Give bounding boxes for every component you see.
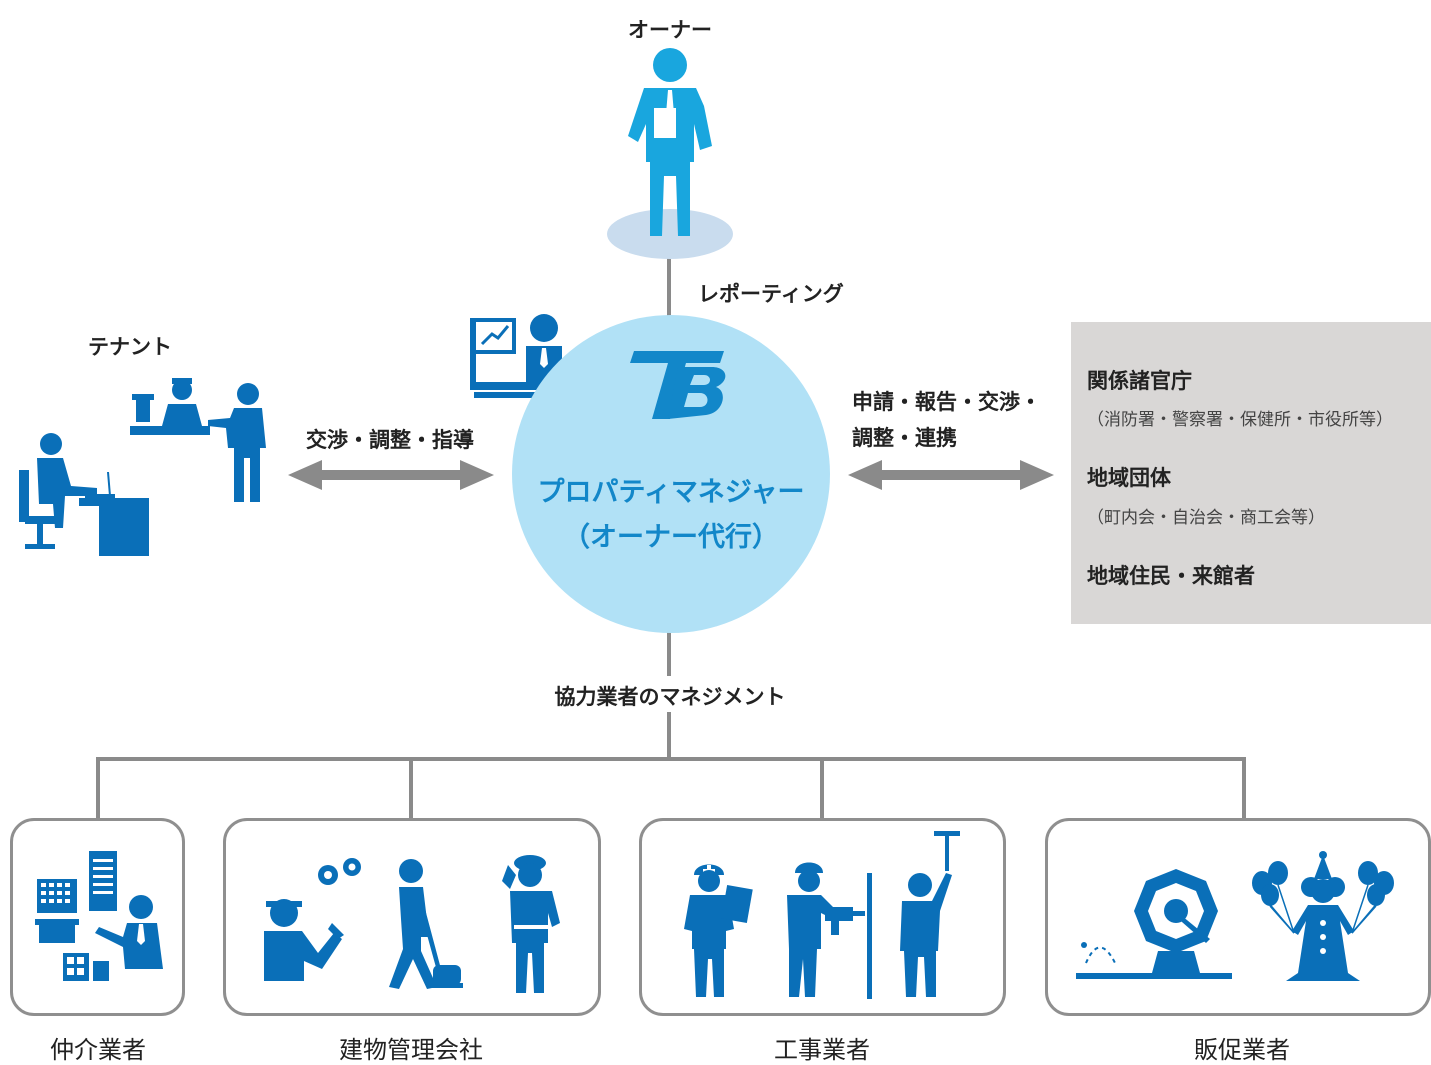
vendor-box-promotion bbox=[1045, 818, 1431, 1016]
gov-title: 関係諸官庁 bbox=[1087, 369, 1192, 393]
inspector-icon bbox=[684, 864, 753, 997]
vendor-connector-mid bbox=[667, 712, 671, 758]
vendor-label-construction: 工事業者 bbox=[774, 1036, 870, 1064]
vendor-connector-top bbox=[667, 632, 671, 676]
ceiling-worker-icon bbox=[900, 831, 960, 997]
community-title: 地域団体 bbox=[1087, 466, 1171, 490]
vendor-drop-2 bbox=[409, 757, 413, 819]
vendor-box-broker bbox=[10, 818, 185, 1016]
vendor-drop-3 bbox=[820, 757, 824, 819]
vendor-drop-4 bbox=[1242, 757, 1246, 819]
tenant-relation-label: 交渉・調整・指導 bbox=[306, 428, 474, 452]
maintenance-worker-icon bbox=[264, 858, 361, 981]
vendor-drop-1 bbox=[96, 757, 100, 819]
stakeholder-panel: 関係諸官庁 （消防署・警察署・保健所・市役所等） 地域団体 （町内会・自治会・商… bbox=[1071, 322, 1431, 624]
clown-balloons-icon bbox=[1252, 851, 1394, 981]
cleaning-staff-icon bbox=[389, 859, 463, 989]
vendor-label-building-management: 建物管理会社 bbox=[339, 1036, 483, 1064]
gov-relation-line2: 調整・連携 bbox=[852, 426, 957, 450]
vendor-box-construction bbox=[639, 818, 1006, 1016]
owner-label: オーナー bbox=[628, 18, 712, 42]
residents-title: 地域住民・来館者 bbox=[1087, 564, 1255, 588]
vendor-label-promotion: 販促業者 bbox=[1194, 1036, 1290, 1064]
owner-figure-icon bbox=[607, 48, 733, 259]
driller-icon bbox=[787, 862, 872, 999]
security-guard-icon bbox=[502, 855, 560, 993]
tb-logo-icon bbox=[630, 351, 726, 419]
tenant-double-arrow bbox=[288, 460, 494, 490]
office-worker-desk-icon bbox=[19, 433, 149, 556]
vendor-management-label: 協力業者のマネジメント bbox=[554, 685, 786, 709]
pm-title: プロパティマネジャー bbox=[537, 477, 805, 508]
vendor-label-broker: 仲介業者 bbox=[50, 1036, 146, 1064]
shopkeeper-counter-icon bbox=[130, 378, 266, 502]
lottery-drum-icon bbox=[1076, 869, 1232, 979]
tenant-label: テナント bbox=[88, 335, 172, 359]
gov-double-arrow bbox=[848, 460, 1054, 490]
reporting-label: レポーティング bbox=[698, 282, 844, 306]
gov-detail: （消防署・警察署・保健所・市役所等） bbox=[1087, 410, 1393, 430]
pm-subtitle: （オーナー代行） bbox=[563, 522, 779, 553]
property-manager-circle: プロパティマネジャー （オーナー代行） bbox=[512, 315, 830, 633]
broker-buildings-icon bbox=[35, 851, 163, 981]
owner-connector bbox=[667, 255, 671, 317]
gov-relation-line1: 申請・報告・交渉・ bbox=[852, 390, 1041, 414]
vendor-bus bbox=[96, 757, 1246, 761]
vendor-box-building-management bbox=[223, 818, 601, 1016]
community-detail: （町内会・自治会・商工会等） bbox=[1087, 508, 1325, 528]
